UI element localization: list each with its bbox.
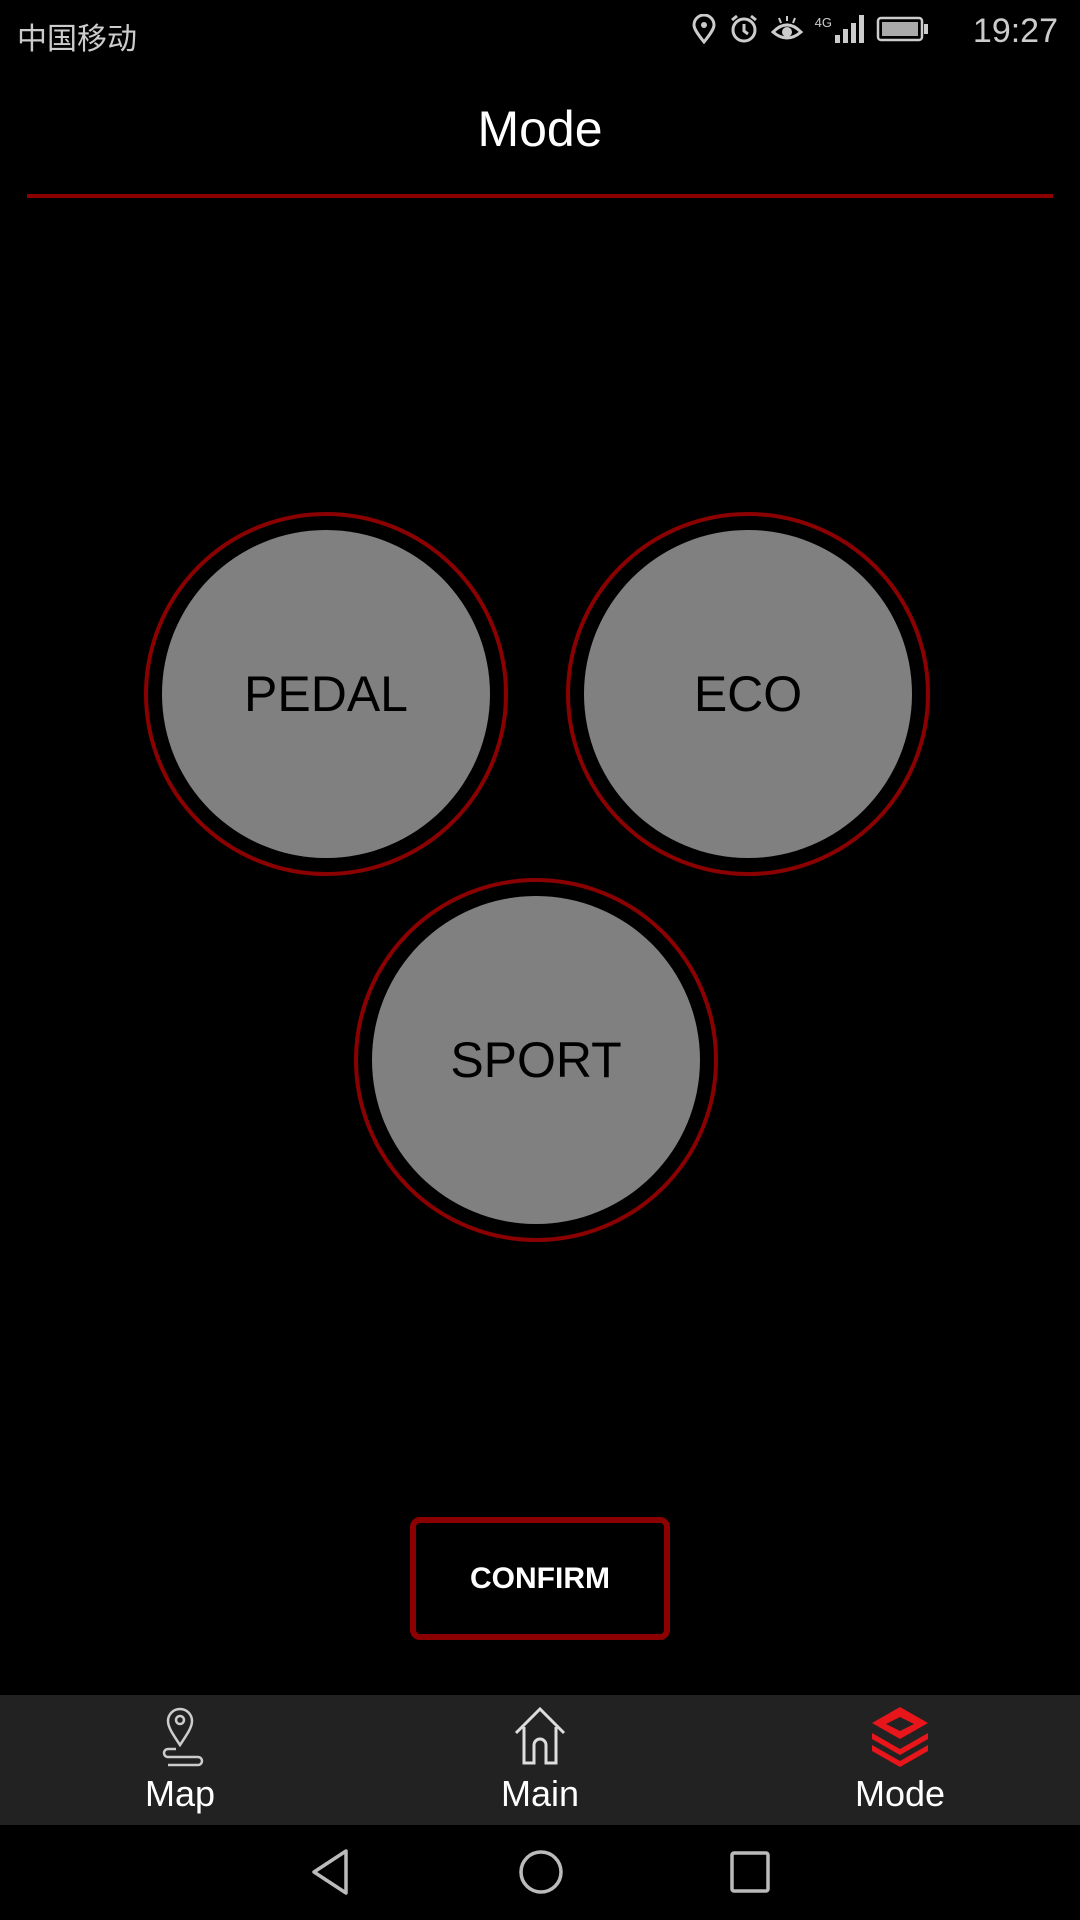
confirm-button[interactable]: CONFIRM xyxy=(410,1517,670,1640)
home-icon xyxy=(514,1706,566,1765)
header-divider xyxy=(27,194,1053,198)
tab-mode-label: Mode xyxy=(854,1773,946,1814)
layers-icon xyxy=(872,1707,928,1767)
tab-mode[interactable]: Mode xyxy=(720,1695,1080,1825)
carrier-name: 中国移动 xyxy=(17,23,137,56)
tab-main[interactable]: Main xyxy=(360,1695,720,1825)
mode-sport-button[interactable]: SPORT xyxy=(354,878,718,1242)
back-button[interactable] xyxy=(308,1847,354,1902)
tab-map-label: Map xyxy=(144,1773,216,1814)
recents-button[interactable] xyxy=(728,1847,772,1902)
bottom-tab-bar: Map Main Mode xyxy=(0,1695,1080,1825)
mode-pedal-button[interactable]: PEDAL xyxy=(144,512,508,876)
tab-map[interactable]: Map xyxy=(0,1695,360,1825)
mode-pedal-label: PEDAL xyxy=(162,530,490,858)
battery-icon xyxy=(876,16,928,42)
mode-sport-label: SPORT xyxy=(372,896,700,1224)
home-circle-icon xyxy=(519,1850,563,1894)
eye-icon xyxy=(770,16,803,40)
clock: 19:27 xyxy=(972,12,1058,50)
system-nav-bar xyxy=(0,1825,1080,1920)
recents-icon xyxy=(730,1851,770,1893)
status-bar: 中国移动 4G 19:27 xyxy=(0,0,1080,64)
tab-main-label: Main xyxy=(500,1773,580,1814)
page-title: Mode xyxy=(477,101,603,157)
back-icon xyxy=(312,1849,348,1895)
alarm-icon xyxy=(730,14,757,43)
location-icon xyxy=(692,14,716,44)
mode-eco-button[interactable]: ECO xyxy=(566,512,930,876)
signal-4g-icon: 4G xyxy=(815,15,864,43)
mode-eco-label: ECO xyxy=(584,530,912,858)
map-pin-icon xyxy=(162,1707,204,1767)
home-button[interactable] xyxy=(518,1847,564,1902)
